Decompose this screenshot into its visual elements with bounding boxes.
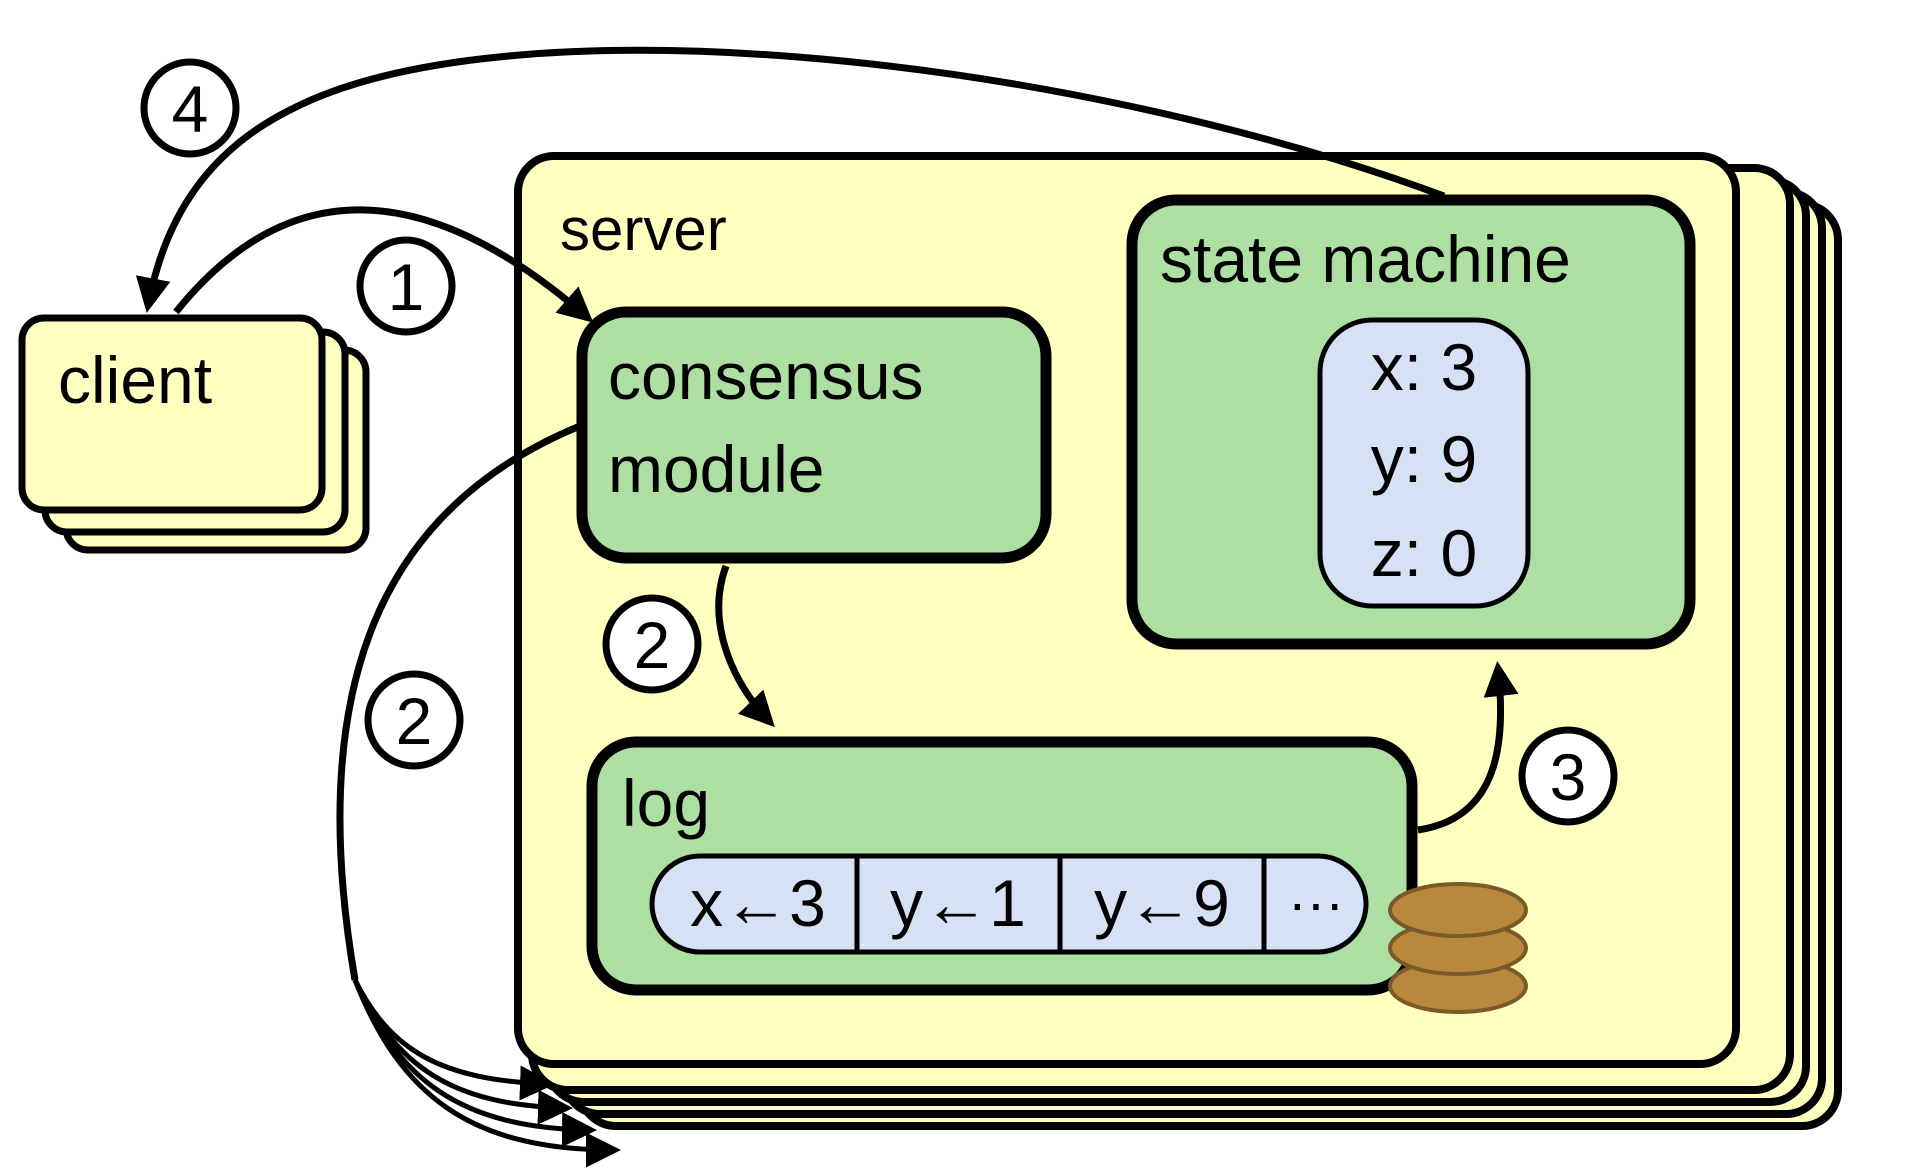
state-var-x: x: 3 <box>1371 330 1477 404</box>
svg-text:2: 2 <box>396 684 433 758</box>
state-var-z: z: 0 <box>1371 516 1477 590</box>
step-1-badge: 1 <box>356 236 456 336</box>
log-entry-3: y←9 <box>1094 866 1230 940</box>
state-var-y: y: 9 <box>1371 422 1477 496</box>
arrow-replica-4 <box>352 979 621 1168</box>
svg-text:2: 2 <box>634 608 671 682</box>
arrow-step-2-replicate <box>336 422 582 981</box>
arrow-step-2-local <box>715 564 775 728</box>
step-2-badge-local: 2 <box>602 594 702 694</box>
step-4-badge: 4 <box>140 58 240 158</box>
log-label: log <box>622 766 710 840</box>
client-label: client <box>58 343 212 417</box>
log-entries-box <box>649 853 1369 955</box>
step-markers: 1 2 2 3 4 <box>140 58 1618 826</box>
consensus-module-box <box>576 306 1052 564</box>
arrow-step-1 <box>173 206 594 323</box>
log-entry-2: y←1 <box>890 866 1026 940</box>
arrows <box>135 46 1519 1168</box>
step-3-badge: 3 <box>1518 726 1618 826</box>
state-vars-box <box>1317 317 1531 609</box>
server-label: server <box>560 196 727 263</box>
state-machine: state machine x: 3 y: 9 z: 0 <box>1126 194 1696 650</box>
state-machine-label: state machine <box>1160 222 1571 296</box>
arrow-step-3 <box>1417 661 1519 834</box>
disk-top <box>1388 882 1528 938</box>
log: log x←3 y←1 y←9 ··· <box>586 736 1418 996</box>
consensus-label-line1: consensus <box>608 339 924 413</box>
arrow-step-4 <box>135 46 1446 313</box>
log-entry-more: ··· <box>1288 871 1344 934</box>
step-2-badge-replicate: 2 <box>364 670 464 770</box>
consensus-module: consensus module <box>576 306 1052 564</box>
svg-text:3: 3 <box>1550 740 1587 814</box>
consensus-label-line2: module <box>608 432 824 506</box>
log-entry-1: x←3 <box>690 866 826 940</box>
client-card <box>18 314 326 514</box>
svg-text:1: 1 <box>388 250 425 324</box>
svg-text:4: 4 <box>172 72 209 146</box>
client-stack: client <box>18 314 370 554</box>
disk-stack-icon <box>1388 882 1528 1014</box>
